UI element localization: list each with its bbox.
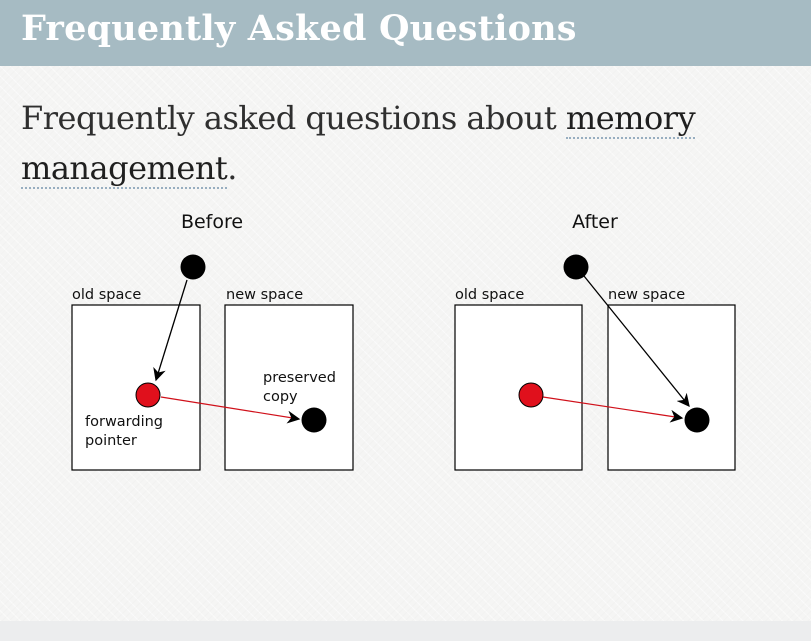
management-link-word: management [21, 149, 228, 187]
memory-link-word: memory [565, 99, 696, 137]
page-title: Frequently Asked Questions [21, 8, 577, 49]
before-root-object [180, 254, 206, 280]
memory-management-link[interactable]: memory management [21, 99, 696, 189]
intro-text: Frequently asked questions about [21, 99, 566, 137]
page-header: Frequently Asked Questions [0, 0, 811, 66]
before-forward-arrow [160, 396, 301, 424]
after-forwarding-object [518, 382, 544, 408]
after-copied-object [684, 407, 710, 433]
after-old-space-label: old space [455, 287, 524, 303]
before-new-space-label: new space [226, 287, 303, 303]
before-old-space-box [71, 304, 201, 471]
before-panel: Before old space new space forwarding po… [71, 211, 354, 471]
after-root-object [563, 254, 589, 280]
before-reference-arrow [153, 279, 188, 382]
after-panel: After old space new space [454, 211, 736, 471]
before-preserved-copy-object [301, 407, 327, 433]
after-title: After [572, 211, 618, 233]
after-old-space-box [454, 304, 583, 471]
after-forward-arrow [542, 396, 684, 423]
preserved-label-line2: copy [263, 389, 298, 405]
footer-strip [0, 621, 811, 641]
before-forwarding-object [135, 382, 161, 408]
forwarding-label-line1: forwarding [85, 414, 163, 430]
before-title: Before [181, 211, 243, 233]
before-old-space-label: old space [72, 287, 141, 303]
forwarding-label-line2: pointer [85, 433, 137, 449]
preserved-label-line1: preserved [263, 370, 336, 386]
after-new-space-label: new space [608, 287, 685, 303]
after-reference-arrow [583, 275, 690, 408]
intro-period: . [227, 149, 237, 187]
before-new-space-box [224, 304, 354, 471]
